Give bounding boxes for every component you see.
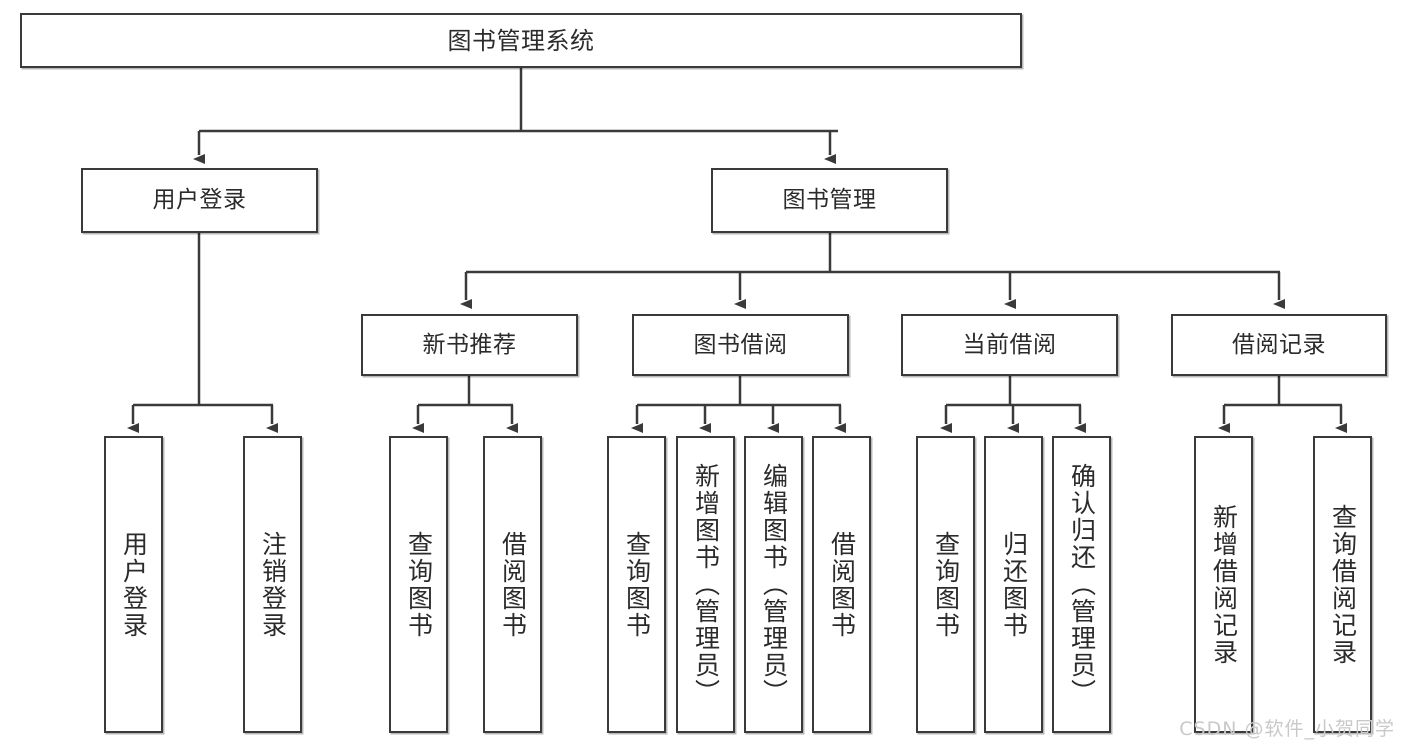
node-new-book-recommend-label: 新书推荐: [422, 331, 517, 358]
node-leaf-return-book-label: 归还图书: [999, 530, 1029, 639]
node-leaf-user-login[interactable]: 用户登录: [104, 436, 163, 733]
node-user-login-label: 用户登录: [152, 187, 247, 213]
node-leaf-borrow-book-2-label: 借阅图书: [827, 530, 857, 639]
node-leaf-logout[interactable]: 注销登录: [243, 436, 302, 733]
node-leaf-query-book-1[interactable]: 查询图书: [389, 436, 448, 733]
node-leaf-borrow-book-1[interactable]: 借阅图书: [483, 436, 542, 733]
node-leaf-query-book-2-label: 查询图书: [622, 530, 652, 639]
node-book-manage-label: 图书管理: [782, 187, 877, 213]
node-leaf-query-book-3[interactable]: 查询图书: [916, 436, 975, 733]
node-book-manage[interactable]: 图书管理: [711, 168, 948, 233]
node-leaf-query-book-1-label: 查询图书: [404, 530, 434, 639]
node-leaf-edit-book-label: 编辑图书（管理员）: [759, 463, 789, 706]
node-user-login[interactable]: 用户登录: [81, 168, 318, 233]
node-leaf-return-book[interactable]: 归还图书: [984, 436, 1043, 733]
node-leaf-borrow-book-1-label: 借阅图书: [498, 530, 528, 639]
node-leaf-confirm-return-label: 确认归还（管理员）: [1067, 463, 1097, 706]
node-new-book-recommend[interactable]: 新书推荐: [361, 314, 578, 376]
node-leaf-add-record-label: 新增借阅记录: [1209, 503, 1239, 666]
node-leaf-logout-label: 注销登录: [258, 530, 288, 639]
node-leaf-add-book-label: 新增图书（管理员）: [691, 463, 721, 706]
node-leaf-add-record[interactable]: 新增借阅记录: [1194, 436, 1253, 733]
node-leaf-add-book[interactable]: 新增图书（管理员）: [676, 436, 735, 733]
node-current-borrow-label: 当前借阅: [962, 331, 1057, 358]
node-book-borrow[interactable]: 图书借阅: [632, 314, 849, 376]
node-leaf-user-login-label: 用户登录: [119, 530, 149, 639]
node-borrow-record[interactable]: 借阅记录: [1171, 314, 1387, 376]
node-leaf-confirm-return[interactable]: 确认归还（管理员）: [1052, 436, 1111, 733]
node-root-label: 图书管理系统: [447, 26, 595, 55]
node-root[interactable]: 图书管理系统: [20, 13, 1022, 68]
node-leaf-query-book-2[interactable]: 查询图书: [607, 436, 666, 733]
node-leaf-query-record-label: 查询借阅记录: [1328, 503, 1358, 666]
node-current-borrow[interactable]: 当前借阅: [901, 314, 1118, 376]
node-borrow-record-label: 借阅记录: [1232, 331, 1326, 358]
csdn-watermark: CSDN @软件_小贺同学: [1179, 718, 1395, 740]
node-leaf-query-book-3-label: 查询图书: [931, 530, 961, 639]
node-book-borrow-label: 图书借阅: [693, 331, 788, 358]
node-leaf-query-record[interactable]: 查询借阅记录: [1313, 436, 1372, 733]
node-leaf-edit-book[interactable]: 编辑图书（管理员）: [744, 436, 803, 733]
node-leaf-borrow-book-2[interactable]: 借阅图书: [812, 436, 871, 733]
